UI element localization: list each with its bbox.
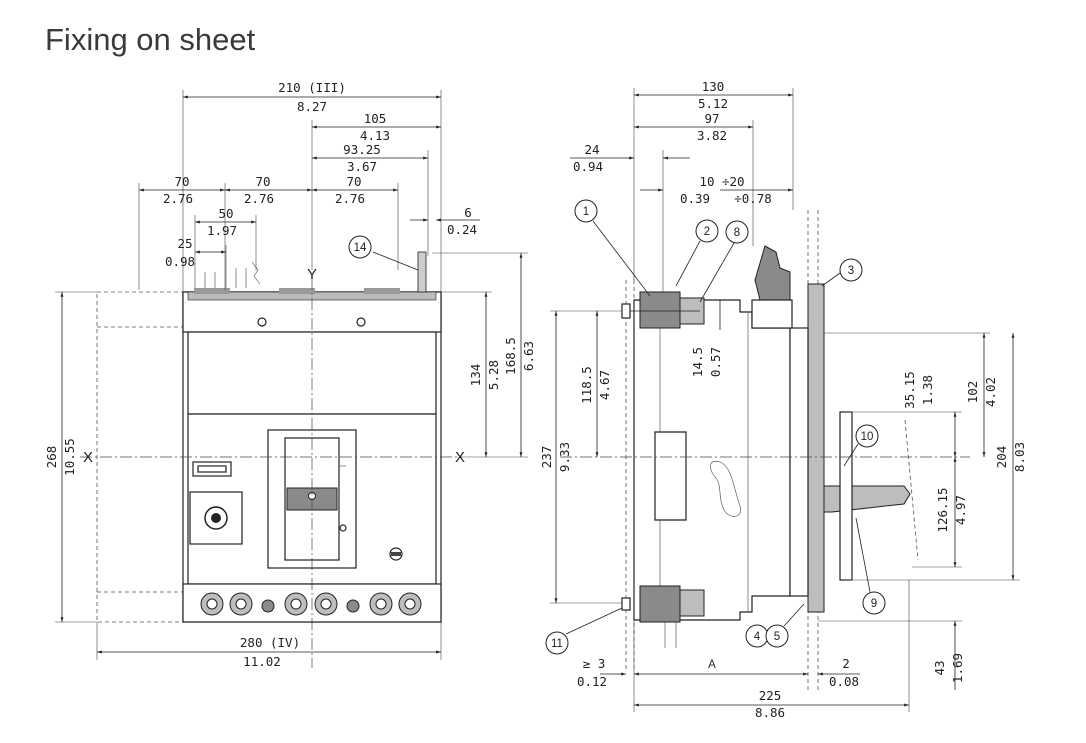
side-view: 130 5.12 97 3.82 24 0.94 10 ÷20 0.39 ÷0.… bbox=[539, 79, 1027, 720]
dim-280-mm: 280 (IV) bbox=[240, 635, 300, 650]
dim-35-in: 1.38 bbox=[920, 375, 935, 405]
balloon-2 bbox=[695, 219, 719, 243]
dim-134-in: 5.28 bbox=[486, 360, 501, 390]
dim-134-mm: 134 bbox=[468, 364, 483, 387]
dim-70-mid-mm: 70 bbox=[255, 174, 270, 189]
dim-268-in: 10.55 bbox=[62, 438, 77, 476]
dim-105-in: 4.13 bbox=[360, 128, 390, 143]
balloon-1 bbox=[574, 199, 598, 223]
balloon-5-label: 5 bbox=[774, 631, 780, 643]
dim-237-in: 9.33 bbox=[557, 442, 572, 472]
balloon-10-label: 10 bbox=[861, 431, 874, 443]
dim-70-left-in: 2.76 bbox=[163, 191, 193, 206]
dim-70-mid-in: 2.76 bbox=[244, 191, 274, 206]
balloon-9 bbox=[862, 591, 886, 615]
top-terminal-side bbox=[639, 291, 681, 329]
balloon-10 bbox=[855, 424, 879, 448]
balloon-8 bbox=[725, 220, 749, 244]
dim-6-mm: 6 bbox=[464, 205, 472, 220]
balloon-11-label: 11 bbox=[551, 638, 563, 650]
balloon-1-label: 1 bbox=[583, 206, 589, 218]
dim-268-mm: 268 bbox=[44, 446, 59, 469]
dim-97-in: 3.82 bbox=[697, 128, 727, 143]
dim-70-right-mm: 70 bbox=[346, 174, 361, 189]
dim-3-in: 0.12 bbox=[577, 674, 607, 689]
dim-93-mm: 93.25 bbox=[343, 142, 381, 157]
page-title: Fixing on sheet bbox=[45, 22, 256, 57]
dim-sheet-mm: 10 ÷20 bbox=[699, 174, 744, 189]
latch-mechanism bbox=[754, 245, 791, 301]
dim-204-mm: 204 bbox=[994, 446, 1009, 469]
bottom-terminals bbox=[200, 592, 422, 616]
balloon-14-label: 14 bbox=[354, 242, 367, 254]
dim-24-mm: 24 bbox=[584, 142, 599, 157]
dim-225-in: 8.86 bbox=[755, 705, 785, 720]
dim-a: A bbox=[708, 659, 716, 671]
balloon-11 bbox=[545, 631, 569, 655]
dim-3-mm: ≥ 3 bbox=[583, 656, 606, 671]
dim-118-mm: 118.5 bbox=[579, 366, 594, 404]
dim-126-in: 4.97 bbox=[953, 495, 968, 525]
dim-14-mm: 14.5 bbox=[690, 347, 705, 377]
dim-24-in: 0.94 bbox=[573, 159, 603, 174]
top-terminals bbox=[194, 251, 427, 294]
dim-126-mm: 126.15 bbox=[935, 487, 950, 532]
dim-2-in: 0.08 bbox=[829, 674, 859, 689]
balloon-3 bbox=[839, 258, 863, 282]
handle-side bbox=[823, 485, 911, 513]
balloon-3-label: 3 bbox=[848, 265, 854, 277]
dim-50-mm: 50 bbox=[218, 206, 233, 221]
dim-102-mm: 102 bbox=[965, 381, 980, 404]
y-axis-label: Y bbox=[307, 266, 317, 283]
balloons: 1 2 8 3 10 9 4 5 11 bbox=[545, 199, 886, 655]
balloon-9-label: 9 bbox=[871, 598, 877, 610]
balloon-5 bbox=[765, 624, 789, 648]
dim-105-mm: 105 bbox=[364, 111, 387, 126]
x-axis-label-right: X bbox=[455, 449, 465, 466]
dim-sheet-in-min: 0.39 bbox=[680, 191, 710, 206]
dim-102-in: 4.02 bbox=[983, 377, 998, 407]
dim-130-in: 5.12 bbox=[698, 96, 728, 111]
front-view: 210 (III) 8.27 105 4.13 93.25 3.67 70 2.… bbox=[44, 80, 536, 669]
dim-70-right-in: 2.76 bbox=[335, 191, 365, 206]
bottom-terminal-side bbox=[639, 585, 681, 623]
balloon-4-label: 4 bbox=[754, 631, 761, 643]
dim-210-mm: 210 (III) bbox=[278, 80, 346, 95]
dim-210-in: 8.27 bbox=[297, 99, 327, 114]
side-recess bbox=[654, 431, 687, 521]
dim-168-mm: 168.5 bbox=[503, 337, 518, 375]
dim-93-in: 3.67 bbox=[347, 159, 377, 174]
dim-130-mm: 130 bbox=[702, 79, 725, 94]
dim-6-in: 0.24 bbox=[447, 222, 477, 237]
x-axis-label-left: X bbox=[83, 449, 93, 466]
dim-237-mm: 237 bbox=[539, 446, 554, 469]
dim-25-in: 0.98 bbox=[165, 254, 195, 269]
balloon-14 bbox=[348, 235, 372, 259]
dim-2-mm: 2 bbox=[842, 656, 850, 671]
balloon-8-label: 8 bbox=[734, 227, 740, 239]
dim-35-mm: 35.15 bbox=[902, 371, 917, 409]
dim-25-mm: 25 bbox=[177, 236, 192, 251]
dim-sheet-in-max: ÷0.78 bbox=[734, 191, 772, 206]
dim-118-in: 4.67 bbox=[597, 370, 612, 400]
front-cover-plate bbox=[807, 283, 825, 613]
dim-14-in: 0.57 bbox=[708, 347, 723, 377]
dim-168-in: 6.63 bbox=[521, 341, 536, 371]
dim-97-mm: 97 bbox=[704, 111, 719, 126]
dim-43-mm: 43 bbox=[932, 660, 947, 675]
dim-70-left-mm: 70 bbox=[174, 174, 189, 189]
dim-43-in: 1.69 bbox=[950, 653, 965, 683]
dim-50-in: 1.97 bbox=[207, 223, 237, 238]
balloon-2-label: 2 bbox=[704, 226, 710, 238]
dim-204-in: 8.03 bbox=[1012, 442, 1027, 472]
dim-280-in: 11.02 bbox=[243, 654, 281, 669]
dim-225-mm: 225 bbox=[759, 688, 782, 703]
side-slot bbox=[710, 460, 742, 517]
